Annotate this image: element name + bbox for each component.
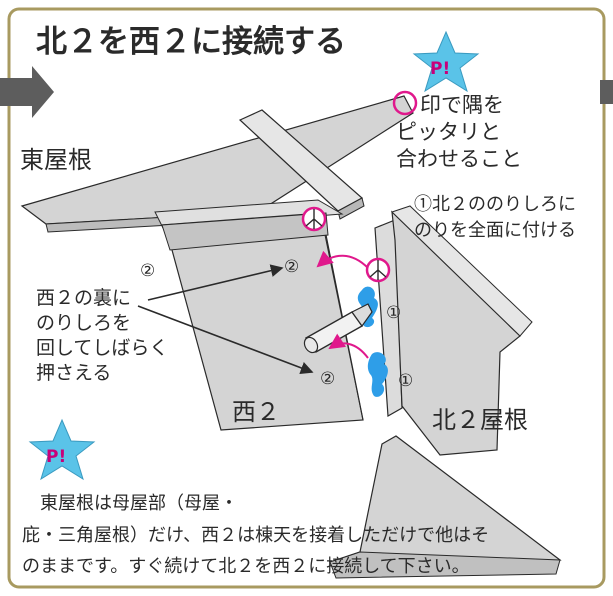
north2-panel (328, 205, 562, 579)
right-arrow (600, 80, 613, 104)
tip-circle-icon (392, 90, 418, 116)
east-roof (20, 95, 414, 233)
note-line1: 東屋根は母屋部（母屋・ (40, 493, 238, 514)
tip-badge-bottom-text: P! (46, 447, 66, 467)
step1-line1: ①北２ののりしろに (414, 194, 576, 215)
alignment-marks (301, 206, 391, 283)
marker-two-upper: ② (284, 257, 299, 277)
marker-two-lower: ② (320, 369, 335, 389)
label-west2: 西２ (232, 398, 280, 426)
fold-arrow-upper (316, 250, 369, 269)
glue-bottle-icon (303, 303, 373, 354)
marker-one-upper: ① (386, 303, 401, 323)
tip-badge-top-text: P! (430, 59, 450, 79)
tip-top-line3: 合わせること (396, 147, 522, 171)
step2-line3: 回してしばらく (36, 337, 168, 359)
label-north2-roof: 北２屋根 (432, 406, 528, 434)
note-line3: のままです。すぐ続けて北２を西２に接続して下さい。 (22, 556, 470, 577)
note-line2: 庇・三角屋根）だけ、西２は棟天を接着しただけで他はそ (22, 525, 489, 546)
label-east-roof: 東屋根 (20, 146, 92, 174)
step1-line2: のりを全面に付ける (414, 220, 576, 241)
page-title: 北２を西２に接続する (36, 24, 346, 60)
tip-badge-bottom: P! (28, 418, 96, 481)
tip-badge-top: P! (412, 30, 480, 93)
west2-panel (161, 212, 364, 431)
fold-arrow-lower (328, 333, 369, 359)
step2-line1: 西２の裏に (36, 287, 131, 309)
step2-line2: のりしろを (36, 312, 131, 334)
step2-number: ② (140, 261, 155, 281)
tip-top-line1: 印で隅を (420, 93, 504, 117)
tip-top-line2: ピッタリと (396, 120, 501, 144)
frame (7, 7, 606, 589)
pointer-arrow-upper (147, 264, 284, 301)
left-arrow (0, 66, 54, 118)
marker-one-lower: ① (398, 371, 413, 391)
step2-line4: 押さえる (36, 362, 111, 384)
pointer-arrow-lower (137, 305, 314, 375)
